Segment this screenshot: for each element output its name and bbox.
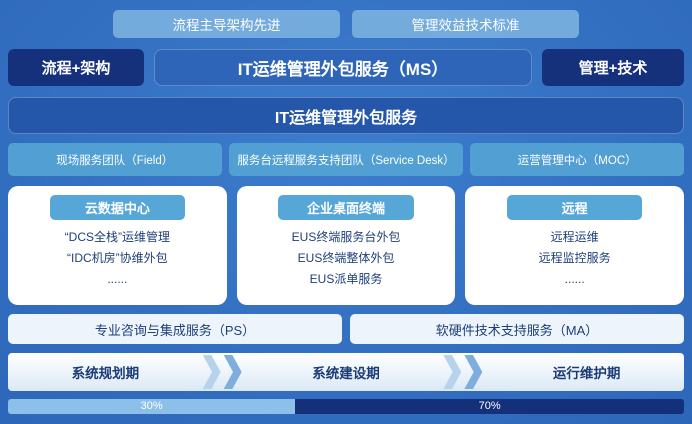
- card-item: ......: [107, 272, 128, 286]
- top-banner-row: 流程主导架构先进 管理效益技术标准: [8, 10, 684, 38]
- top-banner-standard: 管理效益技术标准: [352, 10, 579, 38]
- card-title-remote: 远程: [506, 195, 643, 220]
- service-ps: 专业咨询与集成服务（PS）: [8, 314, 342, 344]
- card-remote: 远程 远程运维 远程监控服务 ......: [465, 186, 685, 305]
- card-items: EUS终端服务台外包 EUS终端整体外包 EUS派单服务: [292, 227, 401, 290]
- card-item: “DCS全栈”运维管理: [64, 230, 170, 244]
- card-item: 远程运维: [550, 230, 599, 244]
- chevron-right-icon: [202, 355, 221, 389]
- card-title-enterprise-desktop: 企业桌面终端: [278, 195, 414, 220]
- card-enterprise-desktop: 企业桌面终端 EUS终端服务台外包 EUS终端整体外包 EUS派单服务: [236, 186, 456, 305]
- team-moc: 运营管理中心（MOC）: [470, 143, 684, 176]
- card-title-cloud-datacenter: 云数据中心: [49, 195, 186, 220]
- team-service-desk: 服务台远程服务支持团队（Service Desk）: [228, 143, 464, 176]
- progress-segment-30: 30%: [8, 399, 296, 414]
- phase-maintenance: 运行维护期: [552, 366, 621, 381]
- chevron-right-icon: [443, 355, 462, 389]
- progress-segment-70: 70%: [295, 399, 684, 414]
- phase-construction: 系统建设期: [312, 366, 380, 381]
- card-item: ......: [564, 272, 585, 286]
- card-item: EUS终端服务台外包: [291, 230, 401, 244]
- header-management-tech-box: 管理+技术: [542, 49, 684, 86]
- support-service-row: 专业咨询与集成服务（PS） 软硬件技术支持服务（MA）: [8, 314, 684, 344]
- team-row: 现场服务团队（Field） 服务台远程服务支持团队（Service Desk） …: [8, 143, 684, 176]
- card-row: 云数据中心 “DCS全栈”运维管理 “IDC机房”协维外包 ...... 企业桌…: [8, 186, 685, 305]
- card-cloud-datacenter: 云数据中心 “DCS全栈”运维管理 “IDC机房”协维外包 ......: [8, 186, 227, 305]
- header-row: 流程+架构 IT运维管理外包服务（MS） 管理+技术: [8, 49, 684, 86]
- main-service-banner: IT运维管理外包服务: [8, 97, 684, 134]
- card-item: 远程监控服务: [538, 251, 611, 265]
- service-ma: 软硬件技术支持服务（MA）: [350, 314, 684, 344]
- progress-bar: 30% 70%: [8, 399, 684, 414]
- lifecycle-timeline: 系统规划期 系统建设期 运行维护期: [8, 353, 684, 391]
- card-items: 远程运维 远程监控服务 ......: [539, 227, 611, 290]
- top-banner-process: 流程主导架构先进: [113, 10, 340, 38]
- header-process-architecture-box: 流程+架构: [8, 49, 144, 86]
- card-item: “IDC机房”协维外包: [66, 251, 168, 265]
- card-item: EUS终端整体外包: [297, 251, 395, 265]
- chevron-separator: [202, 353, 249, 391]
- team-field: 现场服务团队（Field）: [8, 143, 222, 176]
- header-ms-service-box: IT运维管理外包服务（MS）: [154, 49, 532, 86]
- card-item: EUS派单服务: [309, 272, 383, 286]
- card-items: “DCS全栈”运维管理 “IDC机房”协维外包 ......: [65, 227, 170, 290]
- chevron-separator: [443, 353, 489, 391]
- chevron-right-icon: [223, 355, 242, 389]
- chevron-right-icon: [464, 355, 483, 389]
- phase-planning: 系统规划期: [71, 366, 140, 381]
